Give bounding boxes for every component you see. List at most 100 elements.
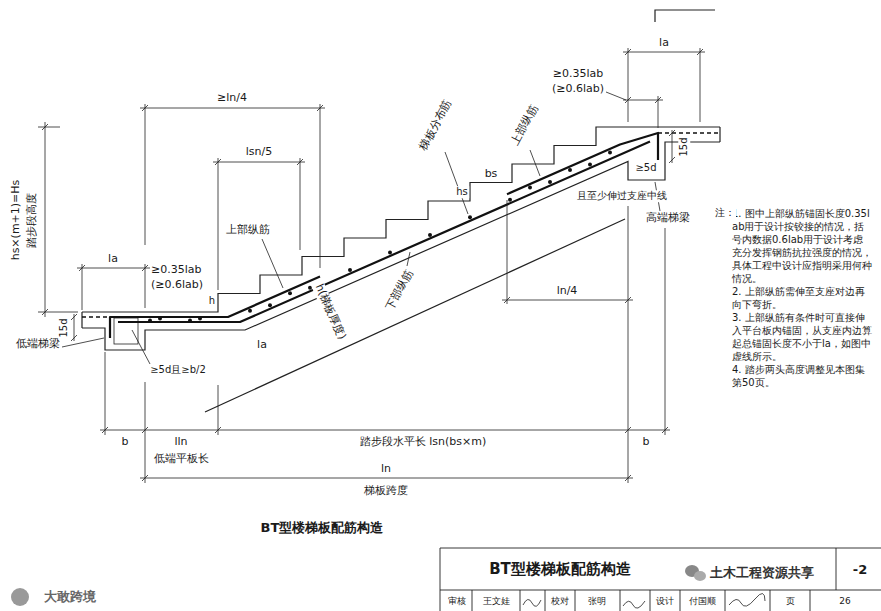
rebar [658,132,720,134]
dimension-line [628,48,629,122]
dimension-line [140,108,325,109]
dimension-line [502,300,633,301]
dimension-label: lsn/5 [245,146,273,159]
dimension-line [77,268,150,269]
leader-line [445,152,468,214]
title-block [523,599,541,606]
dimension-line [82,264,83,310]
dimension-label: ≥0.35lab [552,68,605,81]
dimension-line [623,100,663,101]
rebar-label: 上部纵筋 [225,224,271,237]
dimension-label: 且至少伸过支座中线 [576,190,668,202]
table-cell: 26 [838,596,851,606]
dimension-line [665,228,666,435]
distribution-bar [468,215,472,219]
leader-line [530,150,540,176]
dimension-label: hs [455,186,469,198]
dimension-label: (≥0.6lab) [150,279,204,292]
dimension-label: 踏步段高度 [26,192,39,249]
watermark: 大敢跨境 [43,590,97,605]
distribution-bar [528,186,532,190]
dimension-line [218,385,219,435]
concrete-outline [655,10,715,22]
dimension-label: 踏步段水平长 lsn(bs×m) [359,436,487,449]
dimension-line [300,158,301,250]
dimension-line [105,352,106,435]
dimension-label: 低端平板长 [153,453,210,466]
dimension-line [628,206,629,435]
distribution-bar [428,233,432,237]
dimension-label: la [107,253,119,266]
dimension-label: la [256,339,268,352]
leader-line [262,239,283,288]
rebar-label: 梯板分布筋 [417,97,455,153]
dimension-line [218,158,219,290]
dimension-label: h [208,295,216,307]
distribution-bar [388,251,392,255]
dimension-line [623,52,705,53]
watermark: 土木工程资源共享 [709,566,815,581]
watermark-icon [11,588,29,606]
note-text: 3. 上部纵筋有条件时可直接伸入平台板内锚固，从支座内边算起总锚固长度不小于la… [732,311,872,363]
rebar-label: 下部纵筋 [384,267,417,314]
distribution-bar [268,303,272,307]
table-cell: 张明 [587,596,607,606]
dimension-line [145,264,146,308]
dimension-label: 梯板跨度 [363,485,409,498]
dimension-line [213,162,305,163]
leader-line [407,252,410,266]
note-text: 1. 图中上部纵筋锚固长度0.35lab用于设计按铰接的情况，括号内数据0.6l… [732,207,872,285]
title-cell: BT型楼梯板配筋构造 [488,561,632,578]
title-block [729,593,765,606]
distribution-bar [548,180,552,184]
dimension-line [625,97,661,103]
rebar [507,133,658,194]
distribution-bar [508,198,512,202]
notes-column: 1. 图中上部纵筋锚固长度0.35lab用于设计按铰接的情况，括号内数据0.6l… [732,207,872,389]
distribution-bar [248,309,252,313]
table-cell: 校对 [550,596,570,606]
leader-line [62,338,104,347]
dimension-line [142,475,631,481]
title-cell: -2 [852,563,868,578]
concrete-outline [82,10,720,412]
dimension-label: b [121,436,130,449]
caption: BT型楼梯板配筋构造 [259,519,386,537]
distribution-bar [288,291,292,295]
dimension-line [45,122,46,317]
dimension-line [215,159,303,165]
table-cell: 审核 [447,596,467,606]
title-block [623,601,645,608]
dimension-line [625,49,703,55]
dimension-line [145,382,146,483]
rebar [82,133,720,338]
concrete-outline [719,127,720,142]
dimension-label: ≥5d且≥b/2 [149,364,207,376]
distribution-bar [348,268,352,272]
distribution-bar [608,150,612,154]
title-block [440,548,881,611]
concrete-outline [81,312,82,328]
dimension-label: hs×(m+1)=Hs [10,179,23,262]
dimension-line [102,427,668,433]
distribution-bar [148,319,152,323]
leader-line [132,330,150,364]
title-block [836,548,837,590]
title-block [472,590,810,611]
rebar-label: 上部纵筋 [509,102,542,149]
table-cell: 页 [785,596,796,606]
distribution-bar [588,163,592,167]
rebar [110,277,320,339]
title-block [440,590,881,591]
dimension-label: 15d [58,317,70,338]
rebar [82,316,110,318]
dimension-line [42,124,48,315]
rebar [118,142,650,322]
dimension-label: ≥5d [634,162,657,174]
dimension-line [71,314,77,341]
dimension-label: lln [173,436,188,449]
dimension-label: ln [380,463,392,476]
dimension-label: (≥0.6lab) [551,83,605,96]
dimension-line [700,48,701,122]
distribution-bar [148,150,612,322]
